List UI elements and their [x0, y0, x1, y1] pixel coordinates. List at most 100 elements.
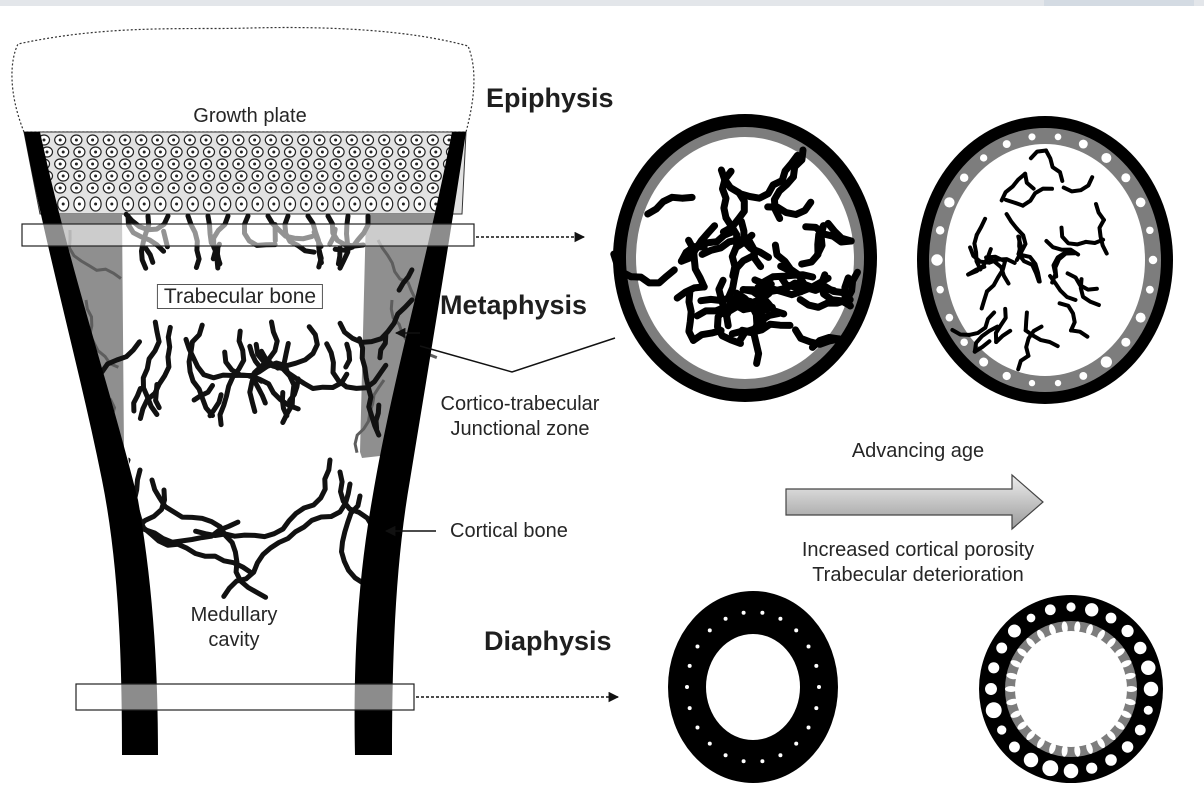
age-effects-label: Increased cortical porosity Trabecular d… — [802, 538, 1034, 588]
cortical-pore — [688, 664, 692, 668]
growth-plate-cell-nucleus — [334, 139, 337, 142]
growth-plate-cell-nucleus — [224, 175, 227, 178]
trabecula — [224, 484, 350, 596]
growth-plate-cell-nucleus — [75, 187, 78, 190]
diaphysis-section-aged — [979, 595, 1163, 783]
growth-plate-cell-nucleus — [418, 151, 421, 154]
cortical-pore — [1121, 338, 1130, 347]
growth-plate-cell-nucleus — [353, 203, 356, 206]
growth-plate-cell-nucleus — [256, 175, 259, 178]
cortical-pore — [695, 726, 699, 730]
cortical-pore — [760, 759, 764, 763]
growth-plate-cell-nucleus — [370, 175, 373, 178]
cortical-pore — [988, 662, 999, 673]
cortical-pore — [708, 742, 712, 746]
growth-plate-cell-nucleus — [156, 163, 159, 166]
growth-plate-cell-nucleus — [305, 203, 308, 206]
growth-plate-cell-nucleus — [305, 151, 308, 154]
growth-plate-cell-nucleus — [140, 187, 143, 190]
growth-plate-cell-nucleus — [224, 151, 227, 154]
growth-plate-cell-nucleus — [367, 187, 370, 190]
growth-plate-cell-nucleus — [448, 139, 451, 142]
cortical-pore — [960, 174, 968, 182]
cortical-pore — [814, 664, 818, 668]
cortical-pore — [1055, 134, 1062, 141]
growth-plate-cell-nucleus — [305, 175, 308, 178]
growth-plate-cell-nucleus — [415, 139, 418, 142]
cortical-pore — [1141, 661, 1155, 675]
growth-plate-cell-nucleus — [289, 151, 292, 154]
growth-plate-cell-nucleus — [272, 175, 275, 178]
growth-plate-cell-nucleus — [418, 203, 421, 206]
growth-plate-cell-nucleus — [302, 163, 305, 166]
growth-plate-cell-nucleus — [318, 187, 321, 190]
growth-plate-cell-nucleus — [418, 175, 421, 178]
trabecula — [44, 350, 53, 372]
trabecula — [146, 248, 153, 262]
growth-plate-cell-nucleus — [172, 139, 175, 142]
trabecula — [376, 405, 379, 429]
growth-plate-cell-nucleus — [240, 151, 243, 154]
cortical-pore — [794, 628, 798, 632]
growth-plate-cell-nucleus — [127, 175, 130, 178]
growth-plate-cell-nucleus — [350, 163, 353, 166]
advancing-age-arrow — [786, 475, 1043, 529]
growth-plate-cell-nucleus — [62, 203, 65, 206]
growth-plate-cell-nucleus — [205, 163, 208, 166]
cortical-pore — [1144, 682, 1158, 696]
growth-plate-cell-nucleus — [62, 151, 65, 154]
growth-plate-cell-nucleus — [78, 175, 81, 178]
growth-plate-cell-nucleus — [367, 139, 370, 142]
growth-plate-cell-nucleus — [46, 151, 49, 154]
growth-plate-cell-nucleus — [286, 187, 289, 190]
growth-plate-cell-nucleus — [140, 163, 143, 166]
growth-plate-cell-nucleus — [110, 151, 113, 154]
growth-plate-cell-nucleus — [188, 139, 191, 142]
growth-plate-cell-nucleus — [175, 175, 178, 178]
growth-plate-cell-nucleus — [91, 187, 94, 190]
cortical-pore — [1008, 625, 1021, 638]
growth-plate-cell-nucleus — [256, 203, 259, 206]
cortical-pore — [1106, 613, 1117, 624]
cortical-pore — [985, 683, 997, 695]
growth-plate-cell-nucleus — [240, 175, 243, 178]
growth-plate-cell-nucleus — [402, 203, 405, 206]
growth-plate-cell-nucleus — [205, 139, 208, 142]
diaphysis-label: Diaphysis — [484, 628, 612, 655]
growth-plate-cell-nucleus — [156, 139, 159, 142]
cortical-pore — [1003, 140, 1011, 148]
cortical-pore — [778, 617, 782, 621]
cortical-pore — [685, 685, 689, 689]
growth-plate-cell-nucleus — [172, 187, 175, 190]
growth-plate-cell-nucleus — [191, 203, 194, 206]
cortical-pore — [1105, 754, 1117, 766]
growth-plate-cell-nucleus — [59, 139, 62, 142]
growth-plate-cell-nucleus — [107, 163, 110, 166]
cortical-pore — [1144, 706, 1153, 715]
cortical-pore — [1079, 140, 1088, 149]
growth-plate-cell-nucleus — [107, 187, 110, 190]
growth-plate-cell-nucleus — [431, 163, 434, 166]
growth-plate-cell-nucleus — [318, 163, 321, 166]
cortical-pore — [1055, 380, 1061, 386]
cortical-pore — [794, 742, 798, 746]
cortical-pore — [1009, 742, 1020, 753]
growth-plate-cell-nucleus — [367, 163, 370, 166]
cortical-pore — [724, 617, 728, 621]
growth-plate-cell-nucleus — [240, 203, 243, 206]
cortical-pore — [936, 226, 944, 234]
growth-plate-cell-nucleus — [321, 203, 324, 206]
growth-plate-cell-nucleus — [221, 163, 224, 166]
growth-plate-cell-nucleus — [256, 151, 259, 154]
growth-plate-cell-nucleus — [431, 139, 434, 142]
cortical-pore — [1136, 198, 1146, 208]
growth-plate-cell-nucleus — [286, 139, 289, 142]
cortical-pore — [724, 753, 728, 757]
growth-plate-cell-nucleus — [237, 163, 240, 166]
growth-plate-cell-nucleus — [159, 175, 162, 178]
growth-plate-cell-nucleus — [402, 151, 405, 154]
growth-plate-cell-nucleus — [224, 203, 227, 206]
growth-plate-cell-nucleus — [302, 187, 305, 190]
growth-plate-cell-nucleus — [353, 151, 356, 154]
cortical-pore — [1086, 763, 1097, 774]
